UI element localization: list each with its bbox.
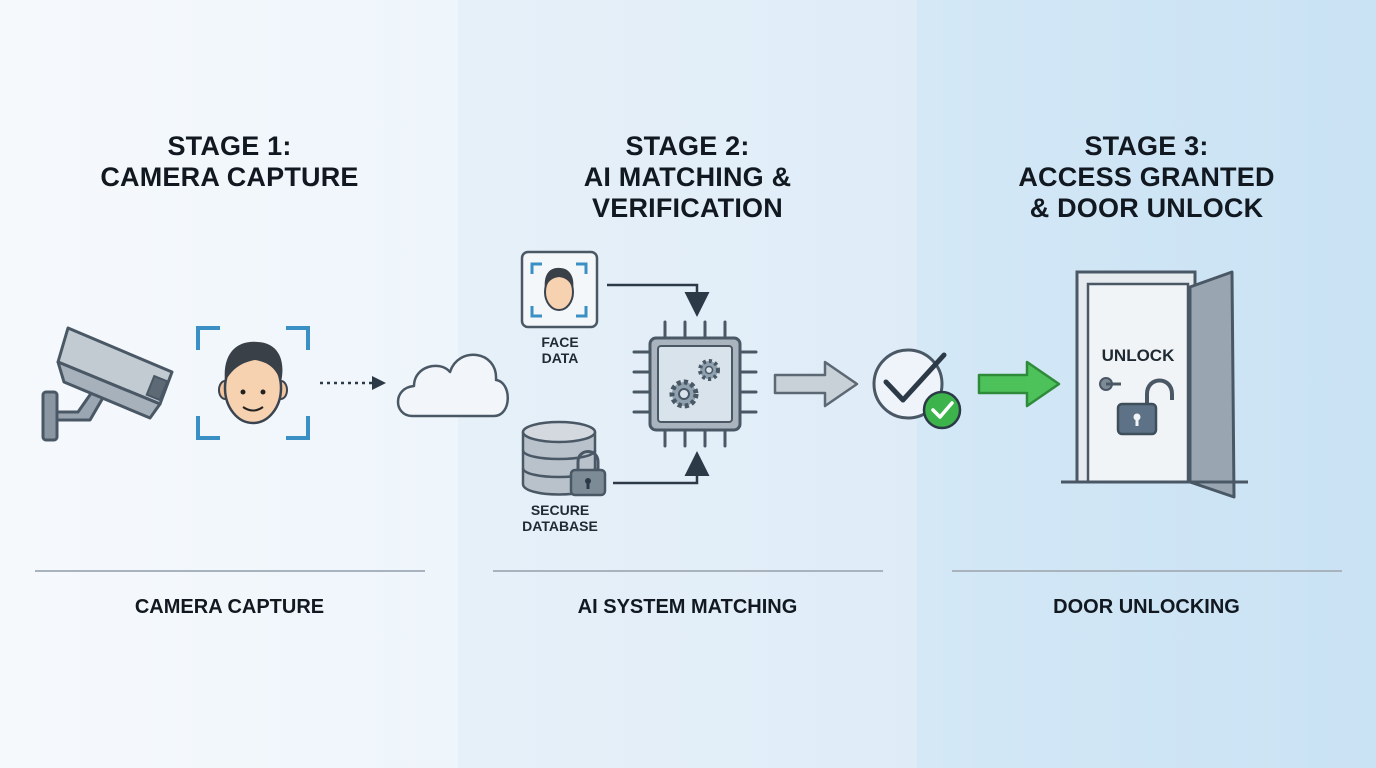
stage-2-footer: AI SYSTEM MATCHING [577,596,798,618]
face-scan-icon [196,326,310,440]
face-data-icon [520,250,599,329]
checkmark-icon [872,348,962,430]
ai-chip-icon [632,320,758,448]
stage-2-divider [493,570,883,572]
green-arrow-icon [977,360,1061,408]
stage-2-title: STAGE 2: AI MATCHING & VERIFICATION [583,131,792,223]
database-lock-icon [521,420,607,497]
stage-3-title: STAGE 3: ACCESS GRANTED & DOOR UNLOCK [1018,131,1275,223]
padlock-open-icon [1116,378,1174,436]
unlock-label: UNLOCK [1101,346,1175,365]
connector-lines [607,283,710,485]
stage-1-divider [35,570,425,572]
security-camera-icon [41,326,174,442]
dotted-arrow-icon [320,376,386,390]
stage-3-footer: DOOR UNLOCKING [1053,596,1240,618]
stage-3-divider [952,570,1342,572]
face-data-label: FACE DATA [541,334,579,366]
stage-1-title: STAGE 1: CAMERA CAPTURE [100,131,359,192]
cloud-icon [396,353,509,418]
door-icon [1061,270,1248,499]
secure-database-label: SECURE DATABASE [522,502,598,534]
stage-1-footer: CAMERA CAPTURE [134,596,325,618]
gray-arrow-icon [773,360,859,408]
